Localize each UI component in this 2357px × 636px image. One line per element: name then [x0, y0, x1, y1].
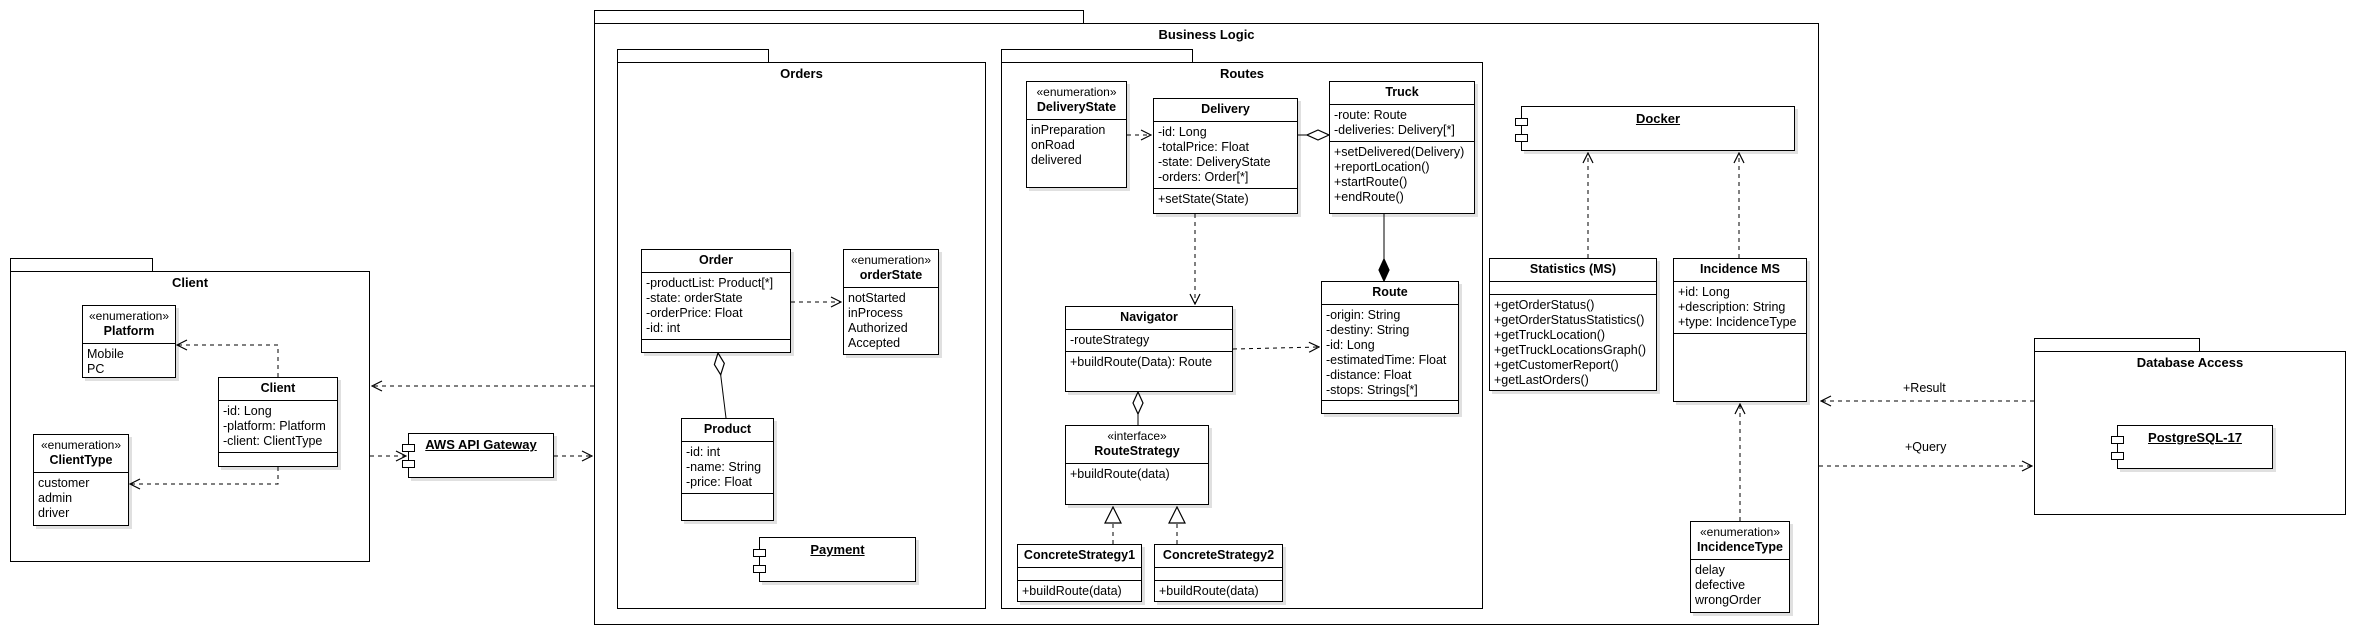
order-state-stereotype: «enumeration» [850, 253, 932, 267]
postgresql-label: PostgreSQL-17 [2148, 430, 2242, 445]
orders-package-title: Orders [780, 66, 823, 81]
incidence-type-name: IncidenceType [1697, 540, 1783, 554]
platform-enum[interactable]: «enumeration»Platform Mobile PC [82, 305, 176, 378]
incidence-ms-class[interactable]: Incidence MS +id: Long +description: Str… [1673, 258, 1807, 402]
order-state-name: orderState [859, 268, 923, 282]
client-type-name: ClientType [49, 453, 113, 467]
delivery-state-values: inPreparation onRoad delivered [1031, 123, 1106, 167]
component-plug-icon [2111, 436, 2124, 444]
component-plug-icon [753, 565, 766, 573]
payment-component[interactable]: Payment [753, 537, 916, 582]
delivery-operations: +setState(State) [1158, 192, 1249, 206]
client-package-title: Client [171, 275, 209, 290]
order-class-name: Order [698, 253, 734, 267]
delivery-class-name: Delivery [1201, 102, 1250, 116]
navigator-route-dependency [1232, 347, 1319, 349]
business-logic-package-title: Business Logic [1158, 27, 1255, 42]
result-label: +Result [1903, 381, 1946, 395]
route-class[interactable]: Route -origin: String -destiny: String -… [1321, 281, 1459, 414]
navigator-attributes: -routeStrategy [1066, 330, 1232, 352]
delivery-state-enum[interactable]: «enumeration»DeliveryState inPreparation… [1026, 81, 1127, 188]
concrete-strategy1-operations: +buildRoute(data) [1022, 584, 1122, 598]
component-plug-icon [2111, 452, 2124, 460]
statistics-ms-class[interactable]: Statistics (MS) +getOrderStatus() +getOr… [1489, 258, 1657, 391]
statistics-ms-attributes [1490, 282, 1656, 295]
product-class-name: Product [703, 422, 752, 436]
platform-stereotype: «enumeration» [88, 309, 170, 323]
postgresql-component[interactable]: PostgreSQL-17 [2111, 425, 2273, 469]
delivery-class[interactable]: Delivery -id: Long -totalPrice: Float -s… [1153, 98, 1298, 214]
concrete-strategy2-operations: +buildRoute(data) [1159, 584, 1259, 598]
client-type-values: customer admin driver [38, 476, 90, 520]
concrete-strategy1-class[interactable]: ConcreteStrategy1 +buildRoute(data) [1017, 544, 1142, 602]
routes-package-title: Routes [1219, 66, 1265, 81]
database-access-package-title: Database Access [2136, 355, 2244, 370]
concrete-strategy2-class[interactable]: ConcreteStrategy2 +buildRoute(data) [1154, 544, 1283, 602]
order-state-enum[interactable]: «enumeration»orderState notStarted inPro… [843, 249, 939, 355]
concrete-strategy2-attributes [1155, 568, 1282, 581]
aws-api-gateway-label: AWS API Gateway [425, 437, 537, 452]
incidence-ms-attributes: +id: Long +description: String +type: In… [1674, 282, 1806, 334]
route-strategy-interface[interactable]: «interface»RouteStrategy +buildRoute(dat… [1065, 425, 1209, 505]
navigator-operations: +buildRoute(Data): Route [1070, 355, 1213, 369]
concrete-strategy1-name: ConcreteStrategy1 [1023, 548, 1136, 562]
delivery-state-name: DeliveryState [1036, 100, 1117, 114]
incidence-ms-name: Incidence MS [1700, 262, 1780, 276]
product-class[interactable]: Product -id: int -name: String -price: F… [681, 418, 774, 521]
statistics-ms-name: Statistics (MS) [1529, 262, 1617, 276]
incidence-type-stereotype: «enumeration» [1699, 525, 1781, 539]
route-class-name: Route [1372, 285, 1408, 299]
order-class[interactable]: Order -productList: Product[*] -state: o… [641, 249, 791, 353]
platform-values: Mobile PC [87, 347, 124, 376]
client-type-stereotype: «enumeration» [40, 438, 122, 452]
statistics-ms-operations: +getOrderStatus() +getOrderStatusStatist… [1494, 298, 1647, 387]
component-plug-icon [402, 444, 415, 452]
order-product-aggregation [718, 353, 727, 419]
component-plug-icon [1515, 118, 1528, 126]
client-clienttype-dependency [130, 467, 279, 484]
aws-api-gateway-component[interactable]: AWS API Gateway [402, 433, 554, 478]
client-class[interactable]: Client -id: Long -platform: Platform -cl… [218, 377, 338, 467]
order-attributes: -productList: Product[*] -state: orderSt… [642, 273, 790, 340]
route-strategy-operations: +buildRoute(data) [1070, 467, 1170, 481]
client-class-name: Client [260, 381, 296, 395]
component-plug-icon [753, 549, 766, 557]
platform-name: Platform [103, 324, 155, 338]
incidence-type-values: delay defective wrongOrder [1695, 563, 1761, 607]
component-plug-icon [1515, 134, 1528, 142]
client-type-enum[interactable]: «enumeration»ClientType customer admin d… [33, 434, 129, 526]
client-attributes: -id: Long -platform: Platform -client: C… [219, 401, 337, 453]
delivery-attributes: -id: Long -totalPrice: Float -state: Del… [1154, 122, 1297, 189]
product-attributes: -id: int -name: String -price: Float [682, 442, 773, 494]
incidence-type-enum[interactable]: «enumeration»IncidenceType delay defecti… [1690, 521, 1790, 613]
query-label: +Query [1905, 440, 1947, 454]
navigator-class[interactable]: Navigator -routeStrategy +buildRoute(Dat… [1065, 306, 1233, 392]
navigator-class-name: Navigator [1120, 310, 1178, 324]
route-strategy-stereotype: «interface» [1107, 429, 1167, 443]
concrete-strategy2-name: ConcreteStrategy2 [1162, 548, 1275, 562]
payment-label: Payment [810, 542, 865, 557]
docker-component[interactable]: Docker [1515, 106, 1795, 151]
truck-operations: +setDelivered(Delivery) +reportLocation(… [1334, 145, 1465, 204]
truck-class[interactable]: Truck -route: Route -deliveries: Deliver… [1329, 81, 1475, 214]
component-plug-icon [402, 460, 415, 468]
docker-label: Docker [1635, 111, 1681, 126]
concrete-strategy1-attributes [1018, 568, 1141, 581]
delivery-state-stereotype: «enumeration» [1036, 85, 1117, 99]
route-attributes: -origin: String -destiny: String -id: Lo… [1322, 305, 1458, 401]
route-strategy-name: RouteStrategy [1094, 444, 1180, 458]
order-state-values: notStarted inProcess Authorized Accepted [848, 291, 908, 350]
client-platform-dependency [177, 345, 279, 377]
truck-class-name: Truck [1385, 85, 1419, 99]
truck-attributes: -route: Route -deliveries: Delivery[*] [1330, 105, 1474, 142]
